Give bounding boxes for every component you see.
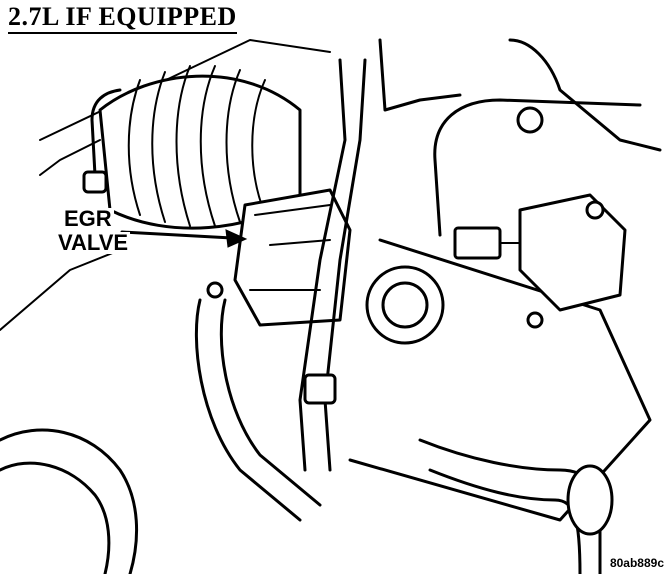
egr-label-line1: EGR — [62, 206, 114, 231]
egr-valve — [233, 188, 352, 327]
harness-main — [298, 58, 347, 472]
lower-left-component-inner — [0, 461, 111, 576]
vacuum-clip — [82, 170, 108, 194]
egr-tube-bolt — [206, 281, 224, 299]
callout-leader-line — [120, 230, 234, 240]
fender-edge — [0, 249, 121, 331]
frame-rail-lower — [39, 139, 101, 176]
intake-hose — [98, 65, 302, 230]
egr-tube — [194, 298, 302, 522]
callout-arrowhead — [225, 229, 248, 248]
valve-cover — [348, 238, 652, 522]
figure-title: 2.7L IF EQUIPPED — [8, 2, 237, 34]
lower-left-component — [0, 428, 138, 576]
bracket-bolt — [516, 106, 544, 134]
sensor-connector — [453, 193, 627, 329]
lower-hose-2 — [428, 468, 582, 576]
lower-fitting — [566, 464, 614, 536]
sensor-wire — [433, 98, 642, 237]
top-wire — [378, 38, 462, 112]
top-bracket — [508, 38, 662, 152]
figure-code: 80ab889c — [609, 556, 664, 570]
harness-main-2 — [323, 58, 367, 472]
harness-clip — [303, 373, 337, 405]
egr-tube-inner — [219, 298, 322, 507]
egr-label-line2: VALVE — [56, 230, 131, 255]
oil-filler-inner — [381, 281, 429, 329]
vacuum-line — [90, 88, 122, 177]
